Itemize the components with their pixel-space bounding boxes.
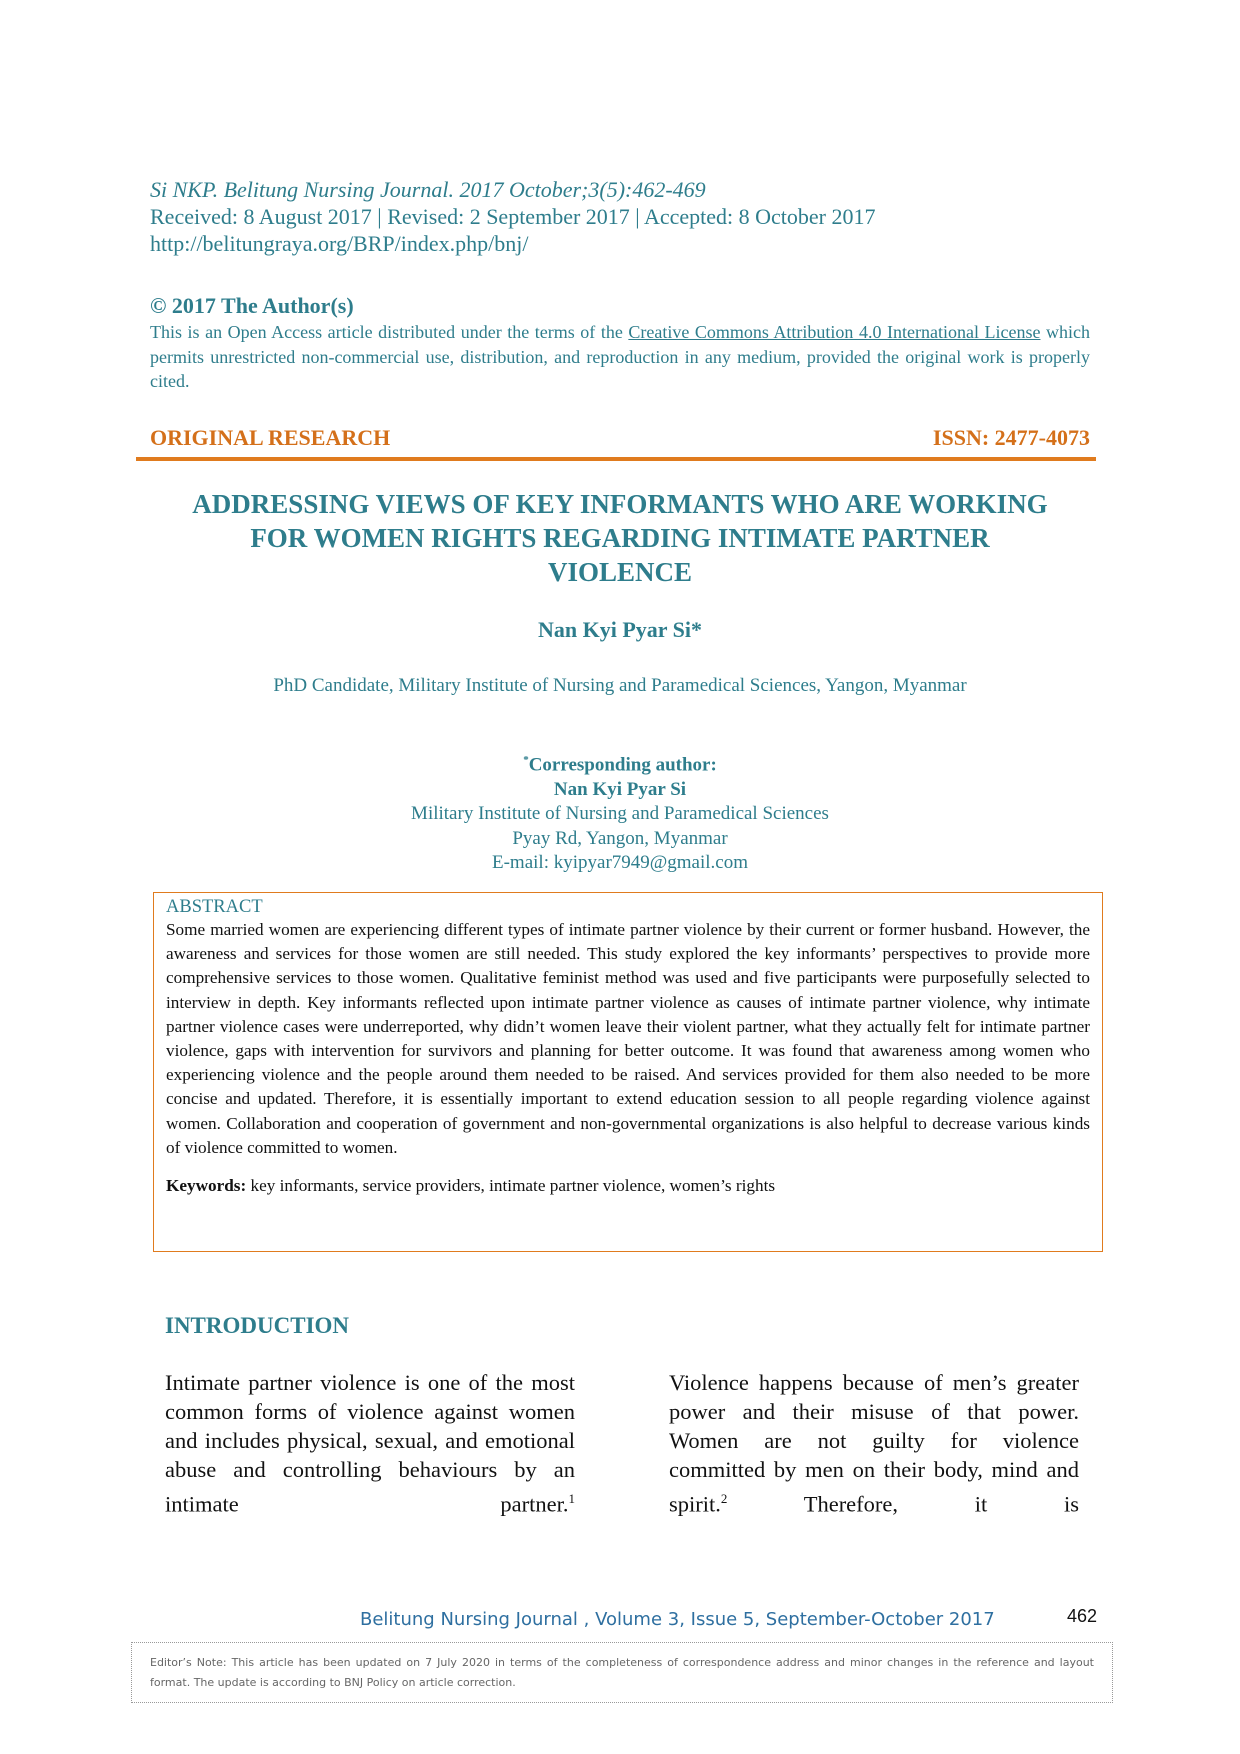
journal-url[interactable]: http://belitungraya.org/BRP/index.php/bn… bbox=[150, 231, 529, 256]
author-name: Nan Kyi Pyar Si* bbox=[537, 617, 702, 642]
corresponding-author-block: *Corresponding author: Nan Kyi Pyar Si M… bbox=[0, 748, 1240, 876]
keywords-values: key informants, service providers, intim… bbox=[246, 1176, 776, 1196]
license-text-before: This is an Open Access article distribut… bbox=[150, 322, 629, 342]
intro-col2-text-b: Therefore, it is bbox=[727, 1491, 1079, 1517]
article-type: ORIGINAL RESEARCH bbox=[150, 425, 391, 450]
citation-block: Si NKP. Belitung Nursing Journal. 2017 O… bbox=[150, 176, 1110, 257]
page-number: 462 bbox=[1067, 1606, 1098, 1626]
license-text: This is an Open Access article distribut… bbox=[150, 320, 1090, 394]
issn: ISSN: 2477-4073 bbox=[932, 425, 1090, 450]
reference-2[interactable]: 2 bbox=[720, 1491, 728, 1506]
copyright-block: © 2017 The Author(s) This is an Open Acc… bbox=[150, 292, 1090, 394]
license-link[interactable]: Creative Commons Attribution 4.0 Interna… bbox=[628, 322, 1041, 342]
abstract-heading: ABSTRACT bbox=[166, 897, 263, 917]
citation-line: Si NKP. Belitung Nursing Journal. 2017 O… bbox=[150, 177, 706, 202]
copyright-heading: © 2017 The Author(s) bbox=[150, 293, 354, 318]
editor-note-box: Editor’s Note: This article has been upd… bbox=[131, 1642, 1113, 1703]
title-line-3: VIOLENCE bbox=[547, 557, 693, 587]
asterisk-mark: * bbox=[523, 754, 529, 766]
article-type-banner: ORIGINAL RESEARCH ISSN: 2477-4073 bbox=[136, 425, 1096, 461]
license-text-after: which permits unrestricted non-commercia… bbox=[150, 322, 1090, 391]
introduction-heading: INTRODUCTION bbox=[165, 1313, 350, 1338]
article-title: ADDRESSING VIEWS OF KEY INFORMANTS WHO A… bbox=[140, 487, 1100, 589]
editor-note-text: Editor’s Note: This article has been upd… bbox=[150, 1656, 1094, 1689]
abstract-box: ABSTRACT Some married women are experien… bbox=[153, 892, 1103, 1252]
corresponding-email[interactable]: E-mail: kyipyar7949@gmail.com bbox=[492, 852, 748, 874]
corresponding-address: Pyay Rd, Yangon, Myanmar bbox=[512, 827, 728, 849]
reference-1[interactable]: 1 bbox=[568, 1491, 576, 1506]
dates-line: Received: 8 August 2017 | Revised: 2 Sep… bbox=[150, 204, 876, 229]
title-line-1: ADDRESSING VIEWS OF KEY INFORMANTS WHO A… bbox=[192, 489, 1048, 519]
intro-column-left: Intimate partner violence is one of the … bbox=[165, 1368, 575, 1519]
keywords-line: Keywords: key informants, service provid… bbox=[166, 1174, 1090, 1198]
title-line-2: FOR WOMEN RIGHTS REGARDING INTIMATE PART… bbox=[250, 523, 990, 553]
corresponding-label: Corresponding author: bbox=[528, 754, 717, 776]
intro-col2-text-a: Violence happens because of men’s greate… bbox=[669, 1370, 1079, 1517]
corresponding-institution: Military Institute of Nursing and Parame… bbox=[411, 803, 829, 825]
journal-footer: Belitung Nursing Journal , Volume 3, Iss… bbox=[360, 1609, 995, 1630]
corresponding-label-line: *Corresponding author: bbox=[0, 748, 1240, 778]
abstract-text: Some married women are experiencing diff… bbox=[166, 920, 1090, 1157]
corresponding-name: Nan Kyi Pyar Si bbox=[553, 778, 687, 800]
intro-col1-text: Intimate partner violence is one of the … bbox=[165, 1370, 575, 1517]
author-affiliation: PhD Candidate, Military Institute of Nur… bbox=[273, 675, 967, 696]
intro-column-right: Violence happens because of men’s greate… bbox=[669, 1368, 1079, 1519]
keywords-label: Keywords: bbox=[166, 1176, 247, 1196]
